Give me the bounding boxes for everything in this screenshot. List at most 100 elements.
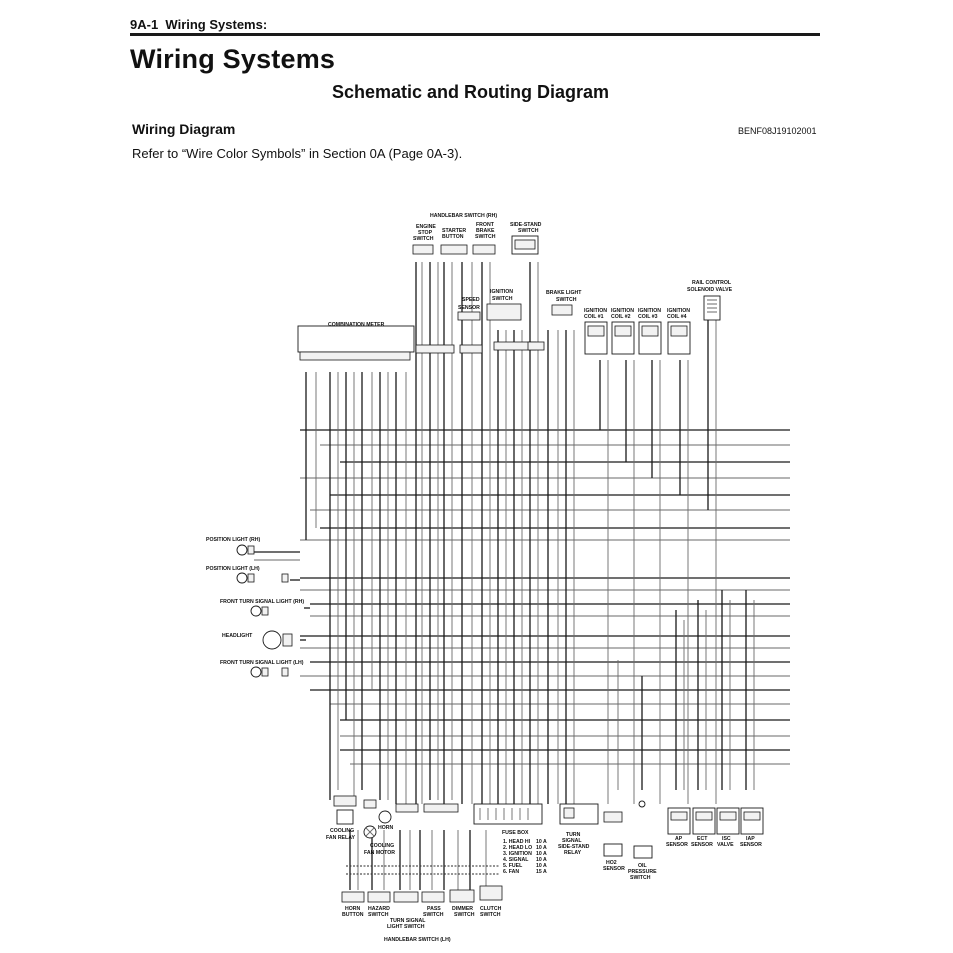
svg-text:COIL #2: COIL #2 — [611, 314, 631, 320]
svg-text:BRAKE LIGHT: BRAKE LIGHT — [546, 290, 582, 296]
svg-text:SENSOR: SENSOR — [666, 842, 688, 848]
ignition-coils: IGNITION COIL #1 IGNITION COIL #2 IGNITI… — [584, 308, 691, 355]
ho2-sensor: HO2 SENSOR — [603, 811, 625, 872]
svg-text:IAP: IAP — [746, 836, 755, 842]
svg-text:CLUTCH: CLUTCH — [480, 906, 502, 912]
svg-text:AP: AP — [675, 836, 683, 842]
svg-text:3. IGNITION: 3. IGNITION — [503, 851, 532, 857]
svg-text:RELAY: RELAY — [564, 850, 582, 856]
svg-text:HO2: HO2 — [606, 860, 617, 866]
starter-button: STARTER BUTTON — [440, 228, 468, 255]
svg-text:TURN SIGNAL: TURN SIGNAL — [390, 918, 426, 924]
svg-text:HORN: HORN — [378, 825, 394, 831]
turn-signal-side-stand-relay: TURN SIGNAL SIDE-STAND RELAY — [558, 803, 599, 856]
cooling-fan-relay: COOLING FAN RELAY — [326, 795, 357, 841]
turn-signal-light-switch: TURN SIGNAL LIGHT SWITCH — [387, 891, 426, 930]
ignition-coil-2: IGNITION COIL #2 — [611, 308, 635, 355]
svg-text:1. HEAD HI: 1. HEAD HI — [503, 839, 531, 845]
svg-text:SOLENOID VALVE: SOLENOID VALVE — [687, 287, 733, 293]
svg-text:ENGINE: ENGINE — [416, 224, 436, 230]
svg-text:SENSOR: SENSOR — [691, 842, 713, 848]
svg-text:6. FAN: 6. FAN — [503, 869, 519, 875]
svg-text:SIDE-STAND: SIDE-STAND — [558, 844, 590, 850]
front-turn-signal-rh: FRONT TURN SIGNAL LIGHT (RH) — [220, 599, 304, 617]
rail-control-solenoid-valve: RAIL CONTROL SOLENOID VALVE — [687, 280, 733, 321]
hazard-switch: HAZARD SWITCH — [367, 891, 391, 918]
svg-text:FAN RELAY: FAN RELAY — [326, 835, 355, 841]
handlebar-switch-lh-label: HANDLEBAR SWITCH (LH) — [384, 937, 451, 943]
svg-text:FUSE BOX: FUSE BOX — [502, 830, 529, 836]
svg-text:FRONT TURN SIGNAL LIGHT (LH): FRONT TURN SIGNAL LIGHT (LH) — [220, 660, 304, 666]
front-brake-switch: FRONT BRAKE SWITCH — [472, 222, 496, 255]
svg-text:SWITCH: SWITCH — [518, 228, 539, 234]
svg-text:SPEED: SPEED — [462, 297, 480, 303]
svg-text:15 A: 15 A — [536, 869, 547, 875]
section-name: Wiring Systems: — [165, 17, 268, 32]
svg-text:HAZARD: HAZARD — [368, 906, 390, 912]
ignition-coil-3: IGNITION COIL #3 — [638, 308, 662, 355]
svg-text:BUTTON: BUTTON — [442, 234, 464, 240]
svg-text:COMBINATION METER: COMBINATION METER — [328, 322, 385, 328]
svg-text:IGNITION: IGNITION — [584, 308, 607, 314]
ignition-coil-1: IGNITION COIL #1 — [584, 308, 608, 355]
svg-text:10 A: 10 A — [536, 857, 547, 863]
cooling-fan-motor: COOLING FAN MOTOR — [363, 825, 395, 856]
svg-text:IGNITION: IGNITION — [611, 308, 634, 314]
svg-text:PRESSURE: PRESSURE — [628, 869, 657, 875]
side-stand-switch: SIDE-STAND SWITCH — [510, 222, 542, 255]
svg-text:10 A: 10 A — [536, 851, 547, 857]
speed-sensor: SPEED SENSOR — [457, 297, 481, 321]
svg-text:BUTTON: BUTTON — [342, 912, 364, 918]
svg-text:5. FUEL: 5. FUEL — [503, 863, 523, 869]
headlight: HEADLIGHT — [222, 630, 293, 650]
dimmer-switch: DIMMER SWITCH — [449, 889, 475, 918]
wire-harness — [254, 262, 790, 890]
svg-text:DIMMER: DIMMER — [452, 906, 473, 912]
svg-text:SWITCH: SWITCH — [556, 297, 577, 303]
figure-code: BENF08J19102001 — [738, 126, 817, 136]
front-turn-signal-lh: FRONT TURN SIGNAL LIGHT (LH) — [220, 660, 304, 678]
horn-button: HORN BUTTON — [341, 891, 365, 918]
svg-text:PASS: PASS — [427, 906, 441, 912]
ap-sensor: AP SENSOR — [666, 807, 691, 848]
svg-text:10 A: 10 A — [536, 845, 547, 851]
ignition-coil-4: IGNITION COIL #4 — [667, 308, 691, 355]
svg-text:TURN: TURN — [566, 832, 581, 838]
svg-text:RAIL CONTROL: RAIL CONTROL — [692, 280, 732, 286]
horn: HORN — [363, 799, 394, 831]
svg-text:10 A: 10 A — [536, 839, 547, 845]
page-title: Wiring Systems — [130, 44, 336, 74]
svg-text:HORN: HORN — [345, 906, 361, 912]
header-rule — [130, 33, 820, 36]
svg-text:COIL #4: COIL #4 — [667, 314, 687, 320]
svg-text:SWITCH: SWITCH — [454, 912, 475, 918]
svg-text:COIL #3: COIL #3 — [638, 314, 658, 320]
mid-connectors — [415, 341, 545, 354]
svg-text:SWITCH: SWITCH — [413, 236, 434, 242]
svg-text:SENSOR: SENSOR — [458, 305, 480, 311]
clutch-switch: CLUTCH SWITCH — [479, 885, 503, 918]
ect-sensor: ECT SENSOR — [691, 807, 716, 848]
oil-pressure-switch: OIL PRESSURE SWITCH — [628, 800, 657, 881]
svg-text:FRONT TURN SIGNAL LIGHT (RH): FRONT TURN SIGNAL LIGHT (RH) — [220, 599, 304, 605]
page-header: 9A-1 Wiring Systems: — [130, 17, 267, 32]
svg-text:STARTER: STARTER — [442, 228, 466, 234]
svg-text:LIGHT SWITCH: LIGHT SWITCH — [387, 924, 425, 930]
svg-text:FRONT: FRONT — [476, 222, 495, 228]
svg-text:10 A: 10 A — [536, 863, 547, 869]
pass-switch: PASS SWITCH — [421, 891, 445, 918]
svg-text:IGNITION: IGNITION — [667, 308, 690, 314]
handlebar-switch-lh: HORN BUTTON HAZARD SWITCH TURN SIGNAL LI… — [341, 885, 503, 943]
svg-text:4. SIGNAL: 4. SIGNAL — [503, 857, 529, 863]
svg-text:IGNITION: IGNITION — [638, 308, 661, 314]
svg-text:SWITCH: SWITCH — [423, 912, 444, 918]
lower-left-connectors — [395, 803, 459, 813]
svg-text:VALVE: VALVE — [717, 842, 734, 848]
position-light-rh: POSITION LIGHT (RH) — [206, 537, 260, 556]
svg-text:STOP: STOP — [418, 230, 433, 236]
svg-text:SWITCH: SWITCH — [630, 875, 651, 881]
svg-text:COOLING: COOLING — [370, 843, 394, 849]
isc-valve: ISC VALVE — [716, 807, 740, 848]
engine-stop-switch: ENGINE STOP SWITCH — [412, 224, 436, 255]
